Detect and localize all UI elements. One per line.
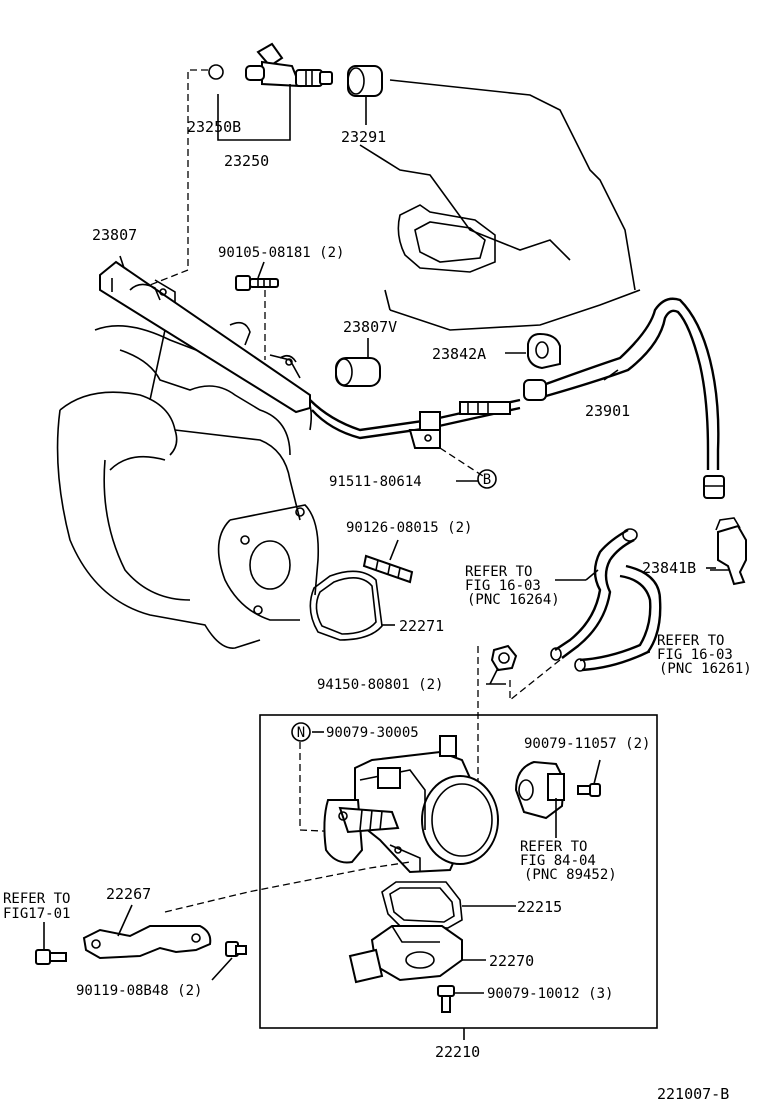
gasket-22215	[381, 881, 516, 929]
diagram-id: 221007-B	[657, 1085, 729, 1103]
fuel-delivery-pipe	[99, 255, 311, 414]
label-23841b: 23841B	[642, 559, 696, 577]
clip-23841b	[710, 517, 747, 586]
refer4-line1: REFER TO	[3, 891, 70, 907]
marker-b-text: B	[483, 472, 491, 488]
bolt-fig17	[35, 949, 67, 965]
screw-90079-11057	[577, 759, 601, 797]
refer2-line2: FIG 16-03	[657, 647, 733, 663]
bolt-90119	[225, 941, 247, 957]
damper-23807v	[335, 338, 381, 387]
fuel-pipe	[309, 398, 521, 449]
refer1-line2: FIG 16-03	[465, 578, 541, 594]
label-90079-10012: 90079-10012 (3)	[487, 986, 613, 1002]
label-23807v: 23807V	[343, 318, 397, 336]
refer4-line2: FIG17-01	[3, 906, 70, 922]
refer2-line3: (PNC 16261)	[659, 661, 752, 677]
marker-n-text: N	[297, 725, 305, 741]
label-90126-08015: 90126-08015 (2)	[346, 520, 472, 536]
label-94150-80801: 94150-80801 (2)	[317, 677, 443, 693]
nut-94150	[490, 644, 518, 672]
refer3-line1: REFER TO	[520, 839, 587, 855]
gasket-22271	[309, 570, 383, 641]
refer2-line1: REFER TO	[657, 633, 724, 649]
marker-b: B	[477, 469, 497, 489]
refer3-line2: FIG 84-04	[520, 853, 596, 869]
label-90079-30005: 90079-30005	[326, 725, 419, 741]
bracket-22267	[82, 904, 212, 960]
assembly-box-22210	[259, 714, 658, 1029]
fuel-injector	[245, 42, 333, 88]
bolt-90105	[235, 275, 279, 291]
label-23842a: 23842A	[432, 345, 486, 363]
label-90119-08b48: 90119-08B48 (2)	[76, 983, 202, 999]
idle-air-control-valve	[348, 925, 486, 984]
valve-cover	[359, 79, 641, 331]
label-23250: 23250	[224, 152, 269, 170]
water-hose-lower	[574, 564, 662, 672]
label-23901: 23901	[585, 402, 630, 420]
throttle-body	[323, 735, 499, 874]
water-hose-upper	[550, 528, 638, 661]
clip-23842a	[505, 332, 561, 370]
refer3-line3: (PNC 89452)	[524, 867, 617, 883]
marker-n: N	[291, 722, 311, 742]
label-22210: 22210	[435, 1043, 480, 1061]
grommet-23291	[347, 65, 383, 120]
label-90079-11057: 90079-11057 (2)	[524, 736, 650, 752]
label-23250b: 23250B	[187, 118, 241, 136]
intake-manifold	[56, 324, 320, 649]
refer1-line1: REFER TO	[465, 564, 532, 580]
refer1-line3: (PNC 16264)	[467, 592, 560, 608]
o-ring-23250b	[208, 64, 224, 80]
label-22271: 22271	[399, 617, 444, 635]
label-90105-08181: 90105-08181 (2)	[218, 245, 344, 261]
label-22270: 22270	[489, 952, 534, 970]
stud-90126	[362, 539, 414, 584]
fuel-hose	[523, 297, 725, 499]
label-91511-80614: 91511-80614	[329, 474, 422, 490]
label-23291: 23291	[341, 128, 386, 146]
throttle-position-sensor	[514, 760, 566, 838]
screw-90079-10012	[437, 985, 455, 1013]
label-23807: 23807	[92, 226, 137, 244]
label-22267: 22267	[106, 885, 151, 903]
label-22215: 22215	[517, 898, 562, 916]
